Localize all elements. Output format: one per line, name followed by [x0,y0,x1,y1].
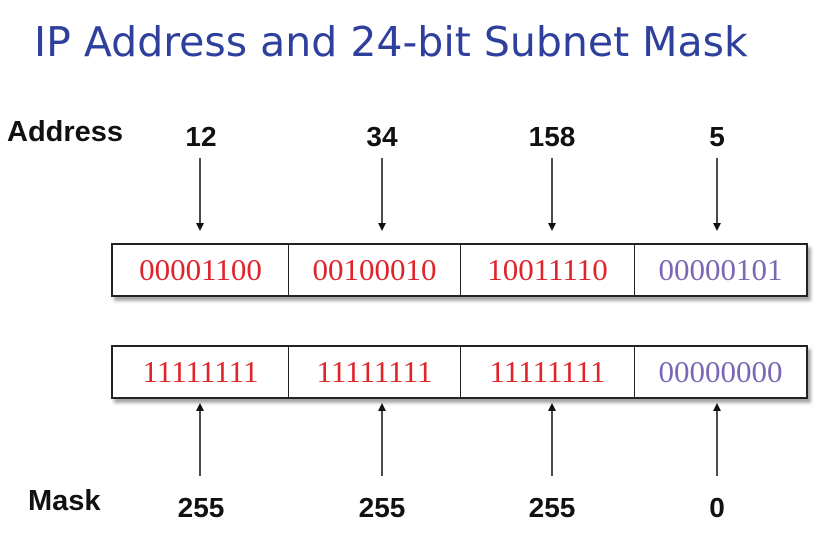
address-binary-octet-1: 00001100 [113,245,289,295]
mask-binary-row: 11111111 11111111 11111111 00000000 [111,345,808,399]
address-label: Address [7,116,124,148]
mask-binary-octet-4: 00000000 [658,354,783,389]
address-octet-3: 158 [528,121,576,152]
address-binary-octet-3: 10011110 [461,245,635,295]
mask-octet-4: 0 [709,492,725,523]
address-octet-1: 12 [185,121,217,152]
address-binary-octet-4: 00000101 [658,252,783,287]
address-octet-2: 34 [366,121,398,152]
mask-octet-3: 255 [528,492,576,523]
address-binary-row: 00001100 00100010 10011110 00000101 [111,243,808,297]
mask-label: Mask [28,485,101,517]
mask-binary-octet-2: 11111111 [289,347,461,397]
mask-octet-2: 255 [358,492,406,523]
mask-binary-octet-1: 11111111 [113,347,289,397]
mask-binary-octet-3: 11111111 [461,347,635,397]
address-octet-4: 5 [709,121,725,152]
address-binary-octet-2: 00100010 [289,245,461,295]
diagram-title: IP Address and 24-bit Subnet Mask [34,18,748,66]
mask-octet-1: 255 [177,492,225,523]
